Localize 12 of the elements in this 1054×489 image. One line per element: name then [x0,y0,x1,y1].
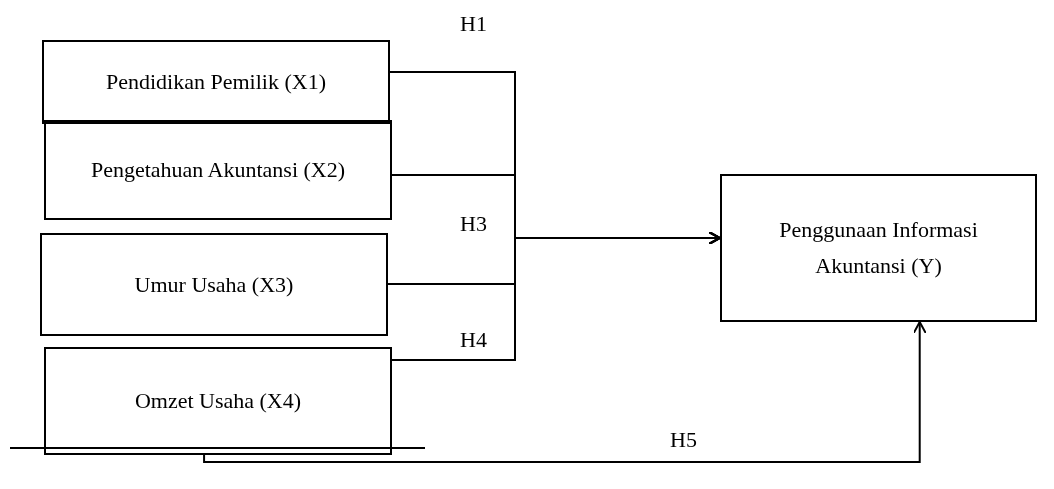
variable-box [40,233,388,336]
variable-label: Omzet Usaha (X4) [134,387,302,415]
variable-box [44,347,392,455]
connector-arrow [391,231,721,361]
variable-label: Penggunaan Informasi Akuntansi (Y) [778,216,979,280]
variable-label: Pendidikan Pemilik (X1) [106,68,326,96]
connector-arrow [203,321,927,463]
variable-box [42,40,390,124]
variable-label: Pengetahuan Akuntansi (X2) [90,156,346,184]
variable-box [720,174,1037,322]
variable-label: Umur Usaha (X3) [134,270,294,299]
variable-box [44,120,392,220]
